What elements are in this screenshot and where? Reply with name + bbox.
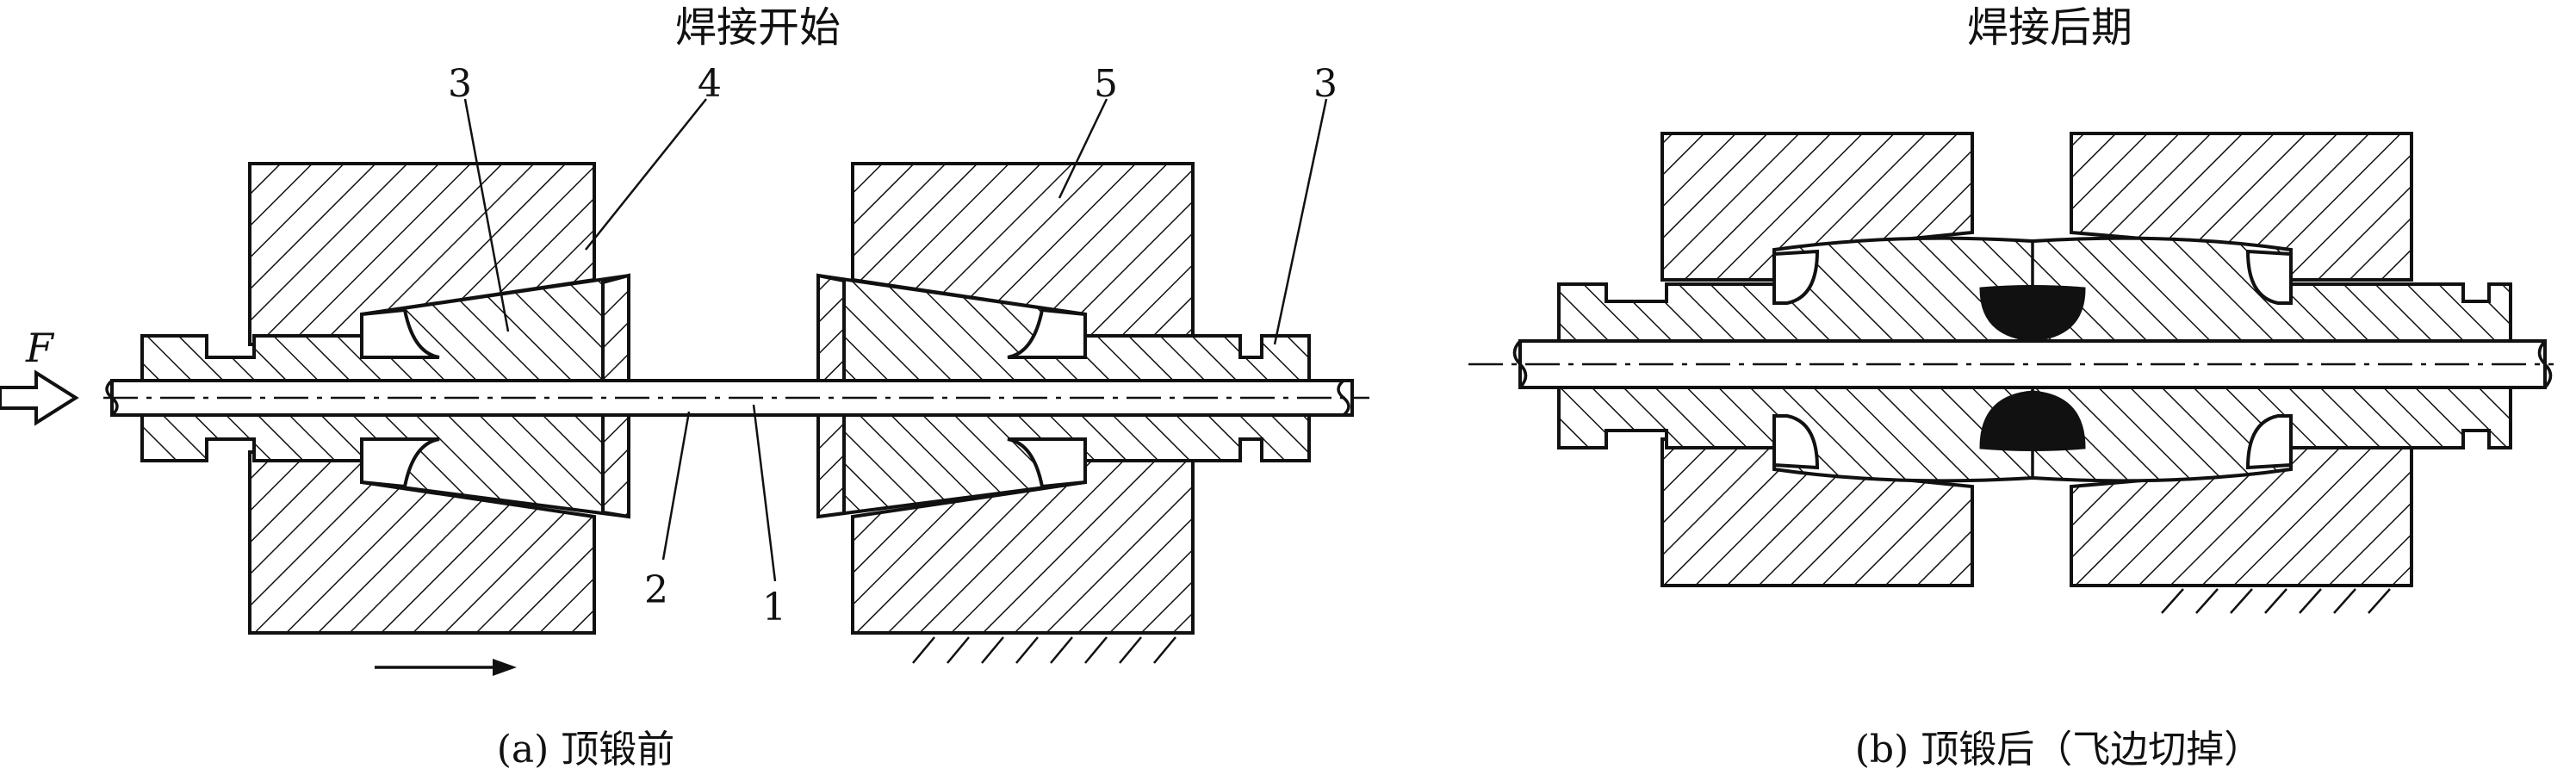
shaft-right-end xyxy=(1337,379,1350,417)
rp-fillet-ur xyxy=(2245,249,2293,305)
left-panel: 焊接开始 F xyxy=(0,3,1369,772)
left-upper-fillet xyxy=(360,307,440,359)
right-ground-hatch xyxy=(2161,588,2391,614)
leader-3-left xyxy=(463,98,510,332)
part-label-2: 2 xyxy=(644,568,668,612)
rp-shaft-right-end xyxy=(2537,339,2553,389)
force-label: F xyxy=(25,325,55,371)
left-lower-fillet xyxy=(360,437,440,489)
rp-fillet-lr xyxy=(2245,414,2293,470)
shaft-left-end xyxy=(105,379,119,417)
right-panel: 焊接后期 xyxy=(1468,3,2554,772)
leader-2 xyxy=(661,411,691,561)
rp-lower-weld-bead xyxy=(1979,390,2086,451)
force-arrow-icon xyxy=(0,369,79,426)
motion-arrow-icon xyxy=(375,659,517,676)
rp-upper-weld-bead xyxy=(1979,285,2086,342)
leader-5 xyxy=(1058,98,1108,199)
right-panel-title: 焊接后期 xyxy=(1967,3,2132,52)
leader-4 xyxy=(585,98,707,251)
part-label-3-left: 3 xyxy=(448,62,472,106)
part-label-5: 5 xyxy=(1094,62,1118,106)
rp-fillet-ll xyxy=(1772,414,1820,470)
part-label-1: 1 xyxy=(762,586,786,629)
right-panel-caption: (b) 顶锻后（飞边切掉） xyxy=(1855,728,2262,772)
right-lower-fillet xyxy=(1007,437,1087,489)
leader-1 xyxy=(752,404,777,582)
left-panel-caption: (a) 顶锻前 xyxy=(497,728,675,772)
rp-fillet-ul xyxy=(1772,249,1820,305)
rp-shaft-left-end xyxy=(1512,339,1528,389)
part-label-3-right: 3 xyxy=(1313,62,1338,106)
leader-3-right xyxy=(1273,98,1328,345)
left-ground-hatch xyxy=(912,636,1176,664)
left-panel-title: 焊接开始 xyxy=(675,3,841,52)
right-upper-fillet xyxy=(1007,307,1087,359)
part-label-4: 4 xyxy=(698,62,722,106)
